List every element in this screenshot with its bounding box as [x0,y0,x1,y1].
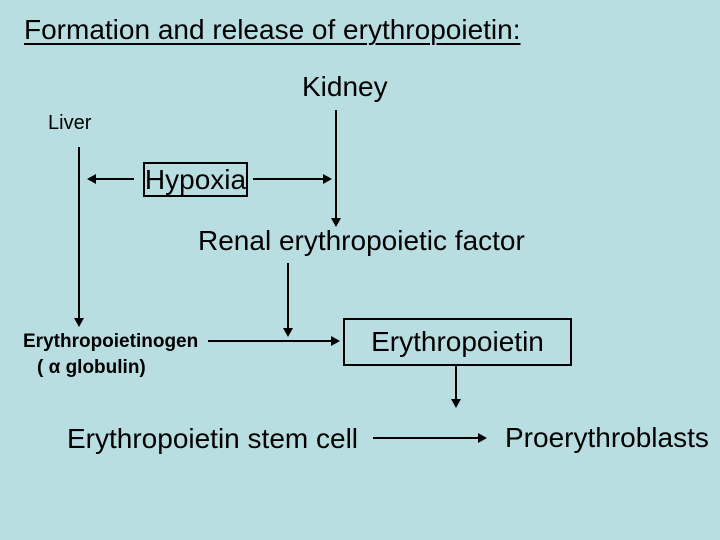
arrow-hypoxia-right-line [253,178,323,180]
arrow-epogen-head-icon [331,336,340,346]
arrow-stemcell-head-icon [478,433,487,443]
arrow-renal-line [287,263,289,328]
node-proerythroblasts: Proerythroblasts [505,422,709,453]
node-erythropoietin-box: Erythropoietin [343,318,572,366]
arrow-epo-line [455,366,457,399]
arrow-kidney-line [335,110,337,220]
node-kidney: Kidney [302,71,388,102]
arrow-hypoxia-right-head-icon [323,174,332,184]
node-liver: Liver [48,112,92,134]
node-erythropoietin-label: Erythropoietin [371,326,544,357]
node-hypoxia-box: Hypoxia [143,162,248,197]
arrow-epo-head-icon [451,399,461,408]
node-renal-erythropoietic-factor: Renal erythropoietic factor [198,225,525,256]
arrow-epogen-line [208,340,331,342]
arrow-hypoxia-left-head-icon [87,174,96,184]
arrow-hypoxia-left-line [96,178,134,180]
node-erythropoietinogen: Erythropoietinogen [23,331,199,352]
arrow-liver-head-icon [74,318,84,327]
arrow-kidney-head-icon [331,218,341,227]
arrow-liver-line [78,147,80,319]
arrow-stemcell-line [373,437,478,439]
node-hypoxia-label: Hypoxia [144,163,247,195]
arrow-renal-head-icon [283,328,293,337]
node-alpha-globulin: ( α globulin) [37,357,146,378]
node-erythropoietin-stem-cell: Erythropoietin stem cell [67,423,359,454]
slide-title: Formation and release of erythropoietin: [24,14,521,45]
